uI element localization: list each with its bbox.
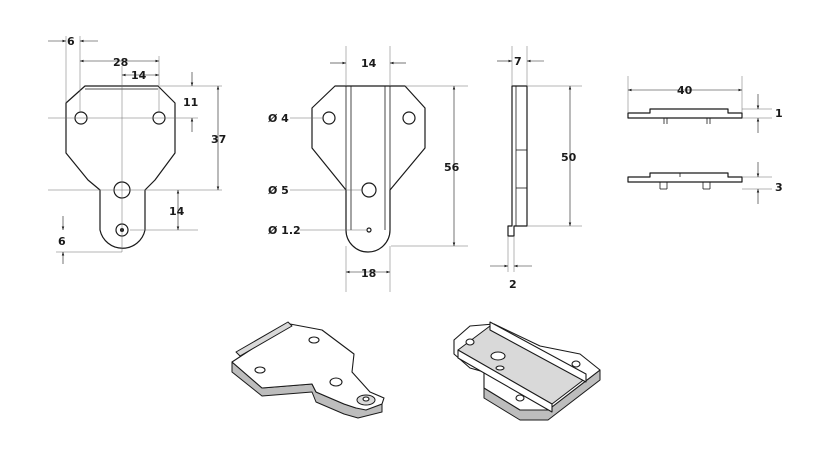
holes-view-hole-tip	[366, 227, 372, 233]
iso-back-hole-4	[515, 394, 525, 402]
iso-back-rail-right	[489, 321, 587, 383]
dim-top-to-hole: 11	[183, 96, 198, 109]
iso-back-hole-2	[490, 351, 506, 361]
iso-front-hole-1	[254, 366, 266, 374]
dim-height: 50	[561, 151, 577, 164]
holes-view-outline	[311, 85, 426, 253]
dim-thickness-b: 3	[775, 181, 783, 194]
top-view-b-outline	[627, 172, 743, 183]
iso-back-rail-left	[457, 349, 553, 413]
hole-d12-label: Ø 1.2	[268, 224, 301, 237]
holes-view-hole-right	[402, 111, 416, 125]
dim-center-to-tip-hole: 14	[169, 205, 185, 218]
top-view-a-outline	[627, 108, 743, 119]
iso-back-hole-1	[465, 338, 475, 346]
iso-front-boss-hole	[362, 396, 370, 402]
dim-thickness-a: 1	[775, 107, 783, 120]
dim-depth: 7	[514, 55, 522, 68]
hole-d5-label: Ø 5	[268, 184, 289, 197]
dim-width-top: 14	[361, 57, 377, 70]
dim-top-to-center-hole: 37	[211, 133, 226, 146]
dim-width-bottom: 18	[361, 267, 376, 280]
isometric-view-front	[231, 321, 385, 419]
top-views: 40 1 3	[627, 76, 783, 204]
isometric-view-back	[453, 321, 601, 421]
holes-view-hole-center	[361, 182, 377, 198]
iso-back-hole-3	[495, 365, 505, 371]
front-view-outline	[65, 85, 176, 249]
iso-front-rail	[235, 321, 293, 357]
dim-length: 40	[677, 84, 693, 97]
iso-front-hole-2	[308, 336, 320, 344]
iso-front-plate-top	[231, 323, 385, 411]
dim-center-offset: 14	[131, 69, 147, 82]
side-view-outline	[507, 85, 528, 237]
hole-d4-label: Ø 4	[268, 112, 289, 125]
holes-view: 14 56 18 Ø 4 Ø 5 Ø 1.2	[268, 46, 468, 292]
front-view: 6 28 14 11 37 14 6	[48, 35, 226, 264]
iso-back-hole-5	[571, 360, 581, 368]
side-view: 7 50 2	[490, 46, 582, 291]
iso-front-hole-3	[329, 377, 343, 387]
dim-tip-radius: 6	[58, 235, 66, 248]
dim-hole-pitch: 28	[113, 56, 128, 69]
dim-edge-offset: 6	[67, 35, 75, 48]
holes-view-hole-left	[322, 111, 336, 125]
dim-height-total: 56	[444, 161, 460, 174]
dim-thickness: 2	[509, 278, 517, 291]
